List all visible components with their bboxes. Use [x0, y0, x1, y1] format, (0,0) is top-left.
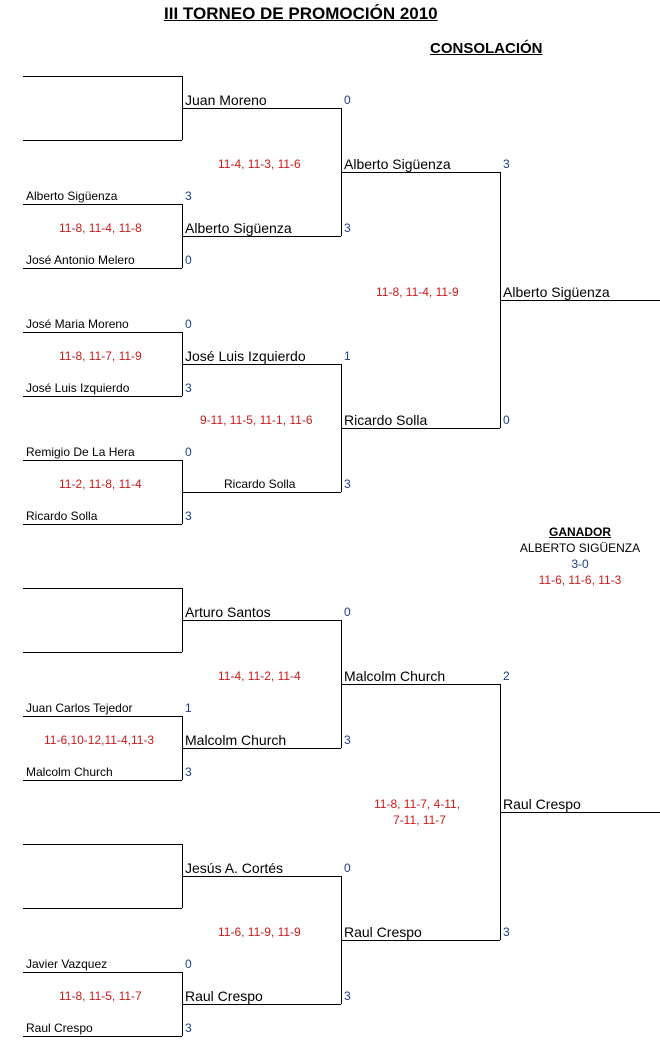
score: 3	[185, 1021, 192, 1035]
player-alberto-siguenza: Alberto Sigüenza	[344, 156, 451, 172]
player-remigio-de-la-hera: Remigio De La Hera	[26, 445, 135, 459]
match-result: 11-2, 11-8, 11-4	[59, 477, 142, 491]
bracket-line	[23, 524, 182, 525]
player-arturo-santos: Arturo Santos	[185, 604, 271, 620]
score: 0	[344, 93, 351, 107]
player-juan-carlos-tejedor: Juan Carlos Tejedor	[26, 701, 133, 715]
match-result: 11-8, 11-7, 11-9	[59, 349, 142, 363]
match-result: 11-8, 11-5, 11-7	[59, 989, 142, 1003]
bracket-line	[23, 716, 182, 717]
score: 3	[503, 925, 510, 939]
bracket-line	[182, 748, 341, 749]
bracket-line	[23, 908, 182, 909]
player-javier-vazquez: Javier Vazquez	[26, 957, 108, 971]
player-raul-crespo: Raul Crespo	[26, 1021, 93, 1035]
bracket-line	[341, 172, 500, 173]
player-jose-luis-izquierdo: José Luis Izquierdo	[26, 381, 130, 395]
player-malcolm-church: Malcolm Church	[185, 732, 287, 748]
score: 3	[344, 221, 351, 235]
bracket-line	[23, 972, 182, 973]
score: 0	[185, 317, 192, 331]
score: 3	[185, 189, 192, 203]
player-jose-maria-moreno: José Maria Moreno	[26, 317, 129, 331]
score: 0	[503, 413, 510, 427]
score: 1	[185, 701, 192, 715]
player-alberto-siguenza: Alberto Sigüenza	[26, 189, 118, 203]
match-result: 11-6, 11-9, 11-9	[218, 925, 301, 939]
score: 0	[344, 861, 351, 875]
bracket-line	[500, 812, 660, 813]
winner-score: 3-0	[571, 557, 589, 571]
bracket-line	[341, 940, 500, 941]
player-ricardo-solla: Ricardo Solla	[26, 509, 98, 523]
bracket-line	[182, 876, 341, 877]
finalist-alberto-siguenza: Alberto Sigüenza	[503, 284, 610, 300]
score: 3	[185, 381, 192, 395]
score: 0	[185, 253, 192, 267]
bracket-line	[23, 332, 182, 333]
match-result: 9-11, 11-5, 11-1, 11-6	[200, 413, 313, 427]
player-malcolm-church: Malcolm Church	[26, 765, 113, 779]
bracket-line	[23, 460, 182, 461]
match-result: 11-4, 11-3, 11-6	[218, 157, 301, 171]
page-title: III TORNEO DE PROMOCIÓN 2010	[164, 4, 438, 23]
match-result: 11-8, 11-4, 11-9	[376, 285, 459, 299]
score: 3	[185, 765, 192, 779]
bracket-line	[500, 300, 660, 301]
bracket-line	[23, 396, 182, 397]
bracket-line	[182, 620, 341, 621]
player-ricardo-solla: Ricardo Solla	[224, 477, 296, 491]
bracket-line	[23, 204, 182, 205]
bracket-line	[182, 1004, 341, 1005]
score: 2	[503, 669, 510, 683]
score: 3	[503, 157, 510, 171]
bracket-line	[23, 140, 182, 141]
finalist-raul-crespo: Raul Crespo	[503, 796, 581, 812]
bracket-line	[182, 108, 341, 109]
player-ricardo-solla: Ricardo Solla	[344, 412, 428, 428]
bracket-line	[341, 684, 500, 685]
score: 3	[344, 733, 351, 747]
bracket-line	[23, 1036, 182, 1037]
player-raul-crespo: Raul Crespo	[185, 988, 263, 1004]
player-juan-moreno: Juan Moreno	[185, 92, 267, 108]
match-result: 11-8, 11-7, 4-11,	[374, 797, 461, 811]
match-result: 11-8, 11-4, 11-8	[59, 221, 142, 235]
winner-sets: 11-6, 11-6, 11-3	[538, 573, 622, 587]
bracket-line	[23, 844, 182, 845]
winner-heading: GANADOR	[549, 525, 611, 539]
bracket-line	[182, 364, 341, 365]
score: 0	[344, 605, 351, 619]
player-raul-crespo: Raul Crespo	[344, 924, 422, 940]
bracket-line	[341, 428, 500, 429]
score: 3	[185, 509, 192, 523]
score: 0	[185, 445, 192, 459]
player-jose-luis-izquierdo: José Luis Izquierdo	[185, 348, 306, 364]
player-alberto-siguenza: Alberto Sigüenza	[185, 220, 292, 236]
player-malcolm-church: Malcolm Church	[344, 668, 446, 684]
score: 1	[344, 349, 351, 363]
match-result: 11-4, 11-2, 11-4	[218, 669, 301, 683]
player-jose-antonio-melero: José Antonio Melero	[26, 253, 135, 267]
bracket-line	[23, 780, 182, 781]
player-jesus-cortes: Jesús A. Cortés	[185, 860, 284, 876]
bracket-line	[182, 236, 341, 237]
bracket-subtitle: CONSOLACIÓN	[430, 40, 543, 57]
match-result: 11-6,10-12,11-4,11-3	[44, 733, 155, 747]
match-result: 7-11, 11-7	[393, 813, 446, 827]
bracket-line	[23, 268, 182, 269]
score: 0	[185, 957, 192, 971]
score: 3	[344, 477, 351, 491]
score: 3	[344, 989, 351, 1003]
bracket-line	[23, 652, 182, 653]
bracket-line	[23, 76, 182, 77]
winner-name: ALBERTO SIGÜENZA	[519, 541, 641, 555]
bracket-line	[182, 492, 341, 493]
bracket-line	[23, 588, 182, 589]
